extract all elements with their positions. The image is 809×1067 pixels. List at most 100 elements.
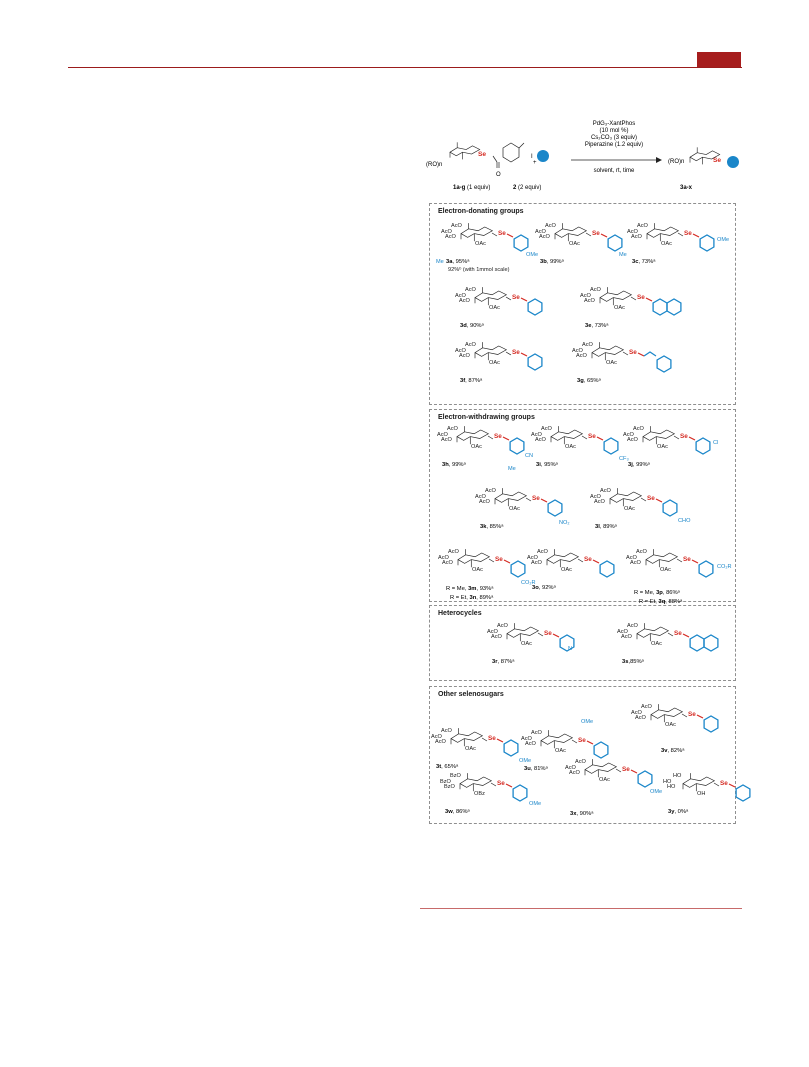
acetoxy-label: OAc [471,444,482,450]
substituent-label: Cl [713,440,718,446]
substituent-label: N [568,646,572,652]
pyranose-ring [506,623,540,642]
selenium-label: Se [498,230,506,237]
acetoxy-label: AcO [485,488,497,494]
pyranose-ring [494,488,528,507]
acetoxy-label: AcO [491,634,503,640]
acetoxy-label: AcO [487,629,499,635]
acetoxy-label: HO [663,779,672,785]
acetoxy-label: AcO [575,759,587,765]
selenium-label: Se [637,294,645,301]
substituent-label: OMe [650,789,662,795]
selenium-label: Se [584,556,592,563]
aryl-ring [656,355,672,373]
section-title: Electron-withdrawing groups [438,414,535,421]
section-title: Other selenosugars [438,691,504,698]
acetoxy-label: OAc [561,567,572,573]
acetoxy-label: AcO [641,704,653,710]
header-rule [68,67,742,68]
label-3a-x: 3a-x [680,185,693,191]
pyranose-ring [689,147,721,165]
pyranose-ring [584,759,618,778]
compound-label-3o: 3o, 92%ᵃ [532,585,557,591]
compound-label-3w: 3w, 86%ᵃ [445,809,471,815]
acetoxy-label: AcO [459,298,471,304]
selenium-label: Se [647,495,655,502]
compound-label-3r: 3r, 87%ᵃ [492,659,515,665]
selenium-label: Se [720,780,728,787]
acetoxy-label: OAc [489,305,500,311]
aryl-ring [527,298,543,316]
acetoxy-label: AcO [631,234,643,240]
acetoxy-label: AcO [636,549,648,555]
acetoxy-label: AcO [479,499,491,505]
acetoxy-label: AcO [630,560,642,566]
acetoxy-label: OH [697,791,705,797]
acetoxy-label: OAc [660,567,671,573]
aryl-ring [689,634,705,652]
acetoxy-label: BzO [444,784,456,790]
selenium-label: Se [488,735,496,742]
acetoxy-label: AcO [627,229,639,235]
pyranose-ring [550,426,584,445]
acetoxy-label: AcO [535,229,547,235]
acetoxy-label: AcO [521,736,533,742]
substituent-label: CN [525,453,533,459]
aryl-ring [513,234,529,252]
acetoxy-label: OAc [614,305,625,311]
selenium-label: Se [680,433,688,440]
aryl-ring [695,437,711,455]
compound-label-3s: 3s,85%ᵃ [622,659,645,665]
pyranose-ring [456,426,490,445]
section-electron-donating: Electron-donating groups [429,203,736,405]
compound-label-3v: 3v, 82%ᵃ [661,748,685,754]
pyranose-ring [650,704,684,723]
aryl-ring [698,560,714,578]
aryl-ring [599,560,615,578]
acetoxy-label: AcO [531,730,543,736]
pyranose-ring [474,342,508,361]
selenium-label: Se [688,711,696,718]
selenium-label: Se [622,766,630,773]
selenium-label: Se [495,556,503,563]
selenium-label: Se [588,433,596,440]
acetoxy-label: OAc [475,241,486,247]
compound-label-3f: 3f, 87%ᵃ [460,378,483,384]
acetoxy-label: AcO [545,223,557,229]
acetoxy-label: OAc [555,748,566,754]
aryl-ring [509,437,525,455]
substituent-label: Me [619,252,627,258]
substituent-label: NO₂ [559,520,570,526]
acetoxy-label: AcO [531,432,543,438]
label-2: 2 (2 equiv) [513,185,541,191]
section-other-selenosugars: Other selenosugars [429,686,736,824]
acetoxy-label: AcO [572,348,584,354]
selenium-label: Se [684,230,692,237]
compound-label-3q_line: R = Et, 3q, 88%ᵃ [639,599,683,605]
selenium-label: Se [544,630,552,637]
acetoxy-label: AcO [441,728,453,734]
substituent-label: CO₂R [521,580,536,586]
acetoxy-label: AcO [475,494,487,500]
substituent-label: CO₂R [717,564,732,570]
aryl-ring [703,715,719,733]
compound-label-3e: 3e, 73%ᵃ [585,323,609,329]
reagent-line-1: PdG₃-XantPhos [593,121,635,127]
substituent-label: Me [508,466,516,472]
compound-label-3p_line: R = Me, 3p, 86%ᵃ [634,590,681,596]
substituent-label: OMe [519,758,531,764]
conditions-label: solvent, rt, time [594,168,635,174]
reagent-line-2: (10 mol %) [599,128,628,134]
pyranose-ring [540,730,574,749]
compound-label-3m_line: R = Me, 3m, 93%ᵃ [446,586,494,592]
acetoxy-label: OAc [465,746,476,752]
compound-label-3c: 3c, 73%ᵃ [632,259,656,265]
acetoxy-label: AcO [437,432,449,438]
selenium-label: Se [512,349,520,356]
